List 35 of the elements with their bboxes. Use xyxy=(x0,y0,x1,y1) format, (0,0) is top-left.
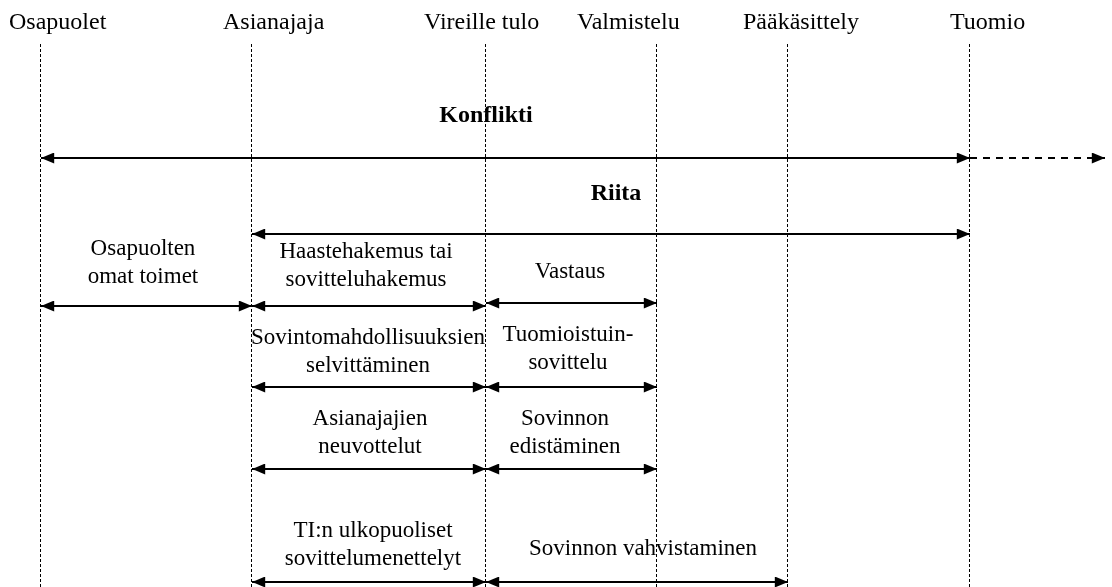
double-arrow xyxy=(251,228,971,240)
edge-label: Haastehakemus tai sovitteluhakemus xyxy=(278,237,454,293)
edge-label: TI:n ulkopuoliset sovittelumenettelyt xyxy=(283,516,463,572)
double-arrow xyxy=(485,381,658,393)
column-header: Vireille tulo xyxy=(424,7,540,35)
column-header: Pääkäsittely xyxy=(743,7,859,35)
double-arrow xyxy=(485,297,658,309)
dashed-guide-line xyxy=(485,44,486,587)
double-arrow xyxy=(485,463,658,475)
double-arrow xyxy=(485,576,789,587)
edge-label: Tuomioistuin-sovittelu xyxy=(501,320,635,376)
edge-label: Sovinnon edistäminen xyxy=(508,404,622,460)
dashed-guide-line xyxy=(656,44,657,587)
column-header: Osapuolet xyxy=(9,7,107,35)
dashed-guide-line xyxy=(787,44,788,587)
double-arrow xyxy=(251,300,487,312)
dashed-guide-line xyxy=(40,44,41,587)
dashed-guide-line xyxy=(251,44,252,587)
column-header: Tuomio xyxy=(950,7,1026,35)
column-header: Valmistelu xyxy=(577,7,680,35)
double-arrow xyxy=(251,381,487,393)
edge-label: Sovintomahdollisuuksien selvittäminen xyxy=(250,323,486,379)
edge-label: Vastaus xyxy=(533,257,607,285)
dashed-arrow xyxy=(969,152,1106,164)
double-arrow xyxy=(251,576,487,587)
edge-label: Konflikti xyxy=(438,100,534,128)
edge-label: Riita xyxy=(589,178,643,206)
edge-label: Osapuolten omat toimet xyxy=(86,234,200,290)
dashed-guide-line xyxy=(969,44,970,587)
double-arrow xyxy=(251,463,487,475)
edge-label: Asianajajien neuvottelut xyxy=(311,404,429,460)
double-arrow xyxy=(40,300,253,312)
column-header: Asianajaja xyxy=(223,7,325,35)
edge-label: Sovinnon vahvistaminen xyxy=(527,534,759,562)
double-arrow xyxy=(40,152,971,164)
